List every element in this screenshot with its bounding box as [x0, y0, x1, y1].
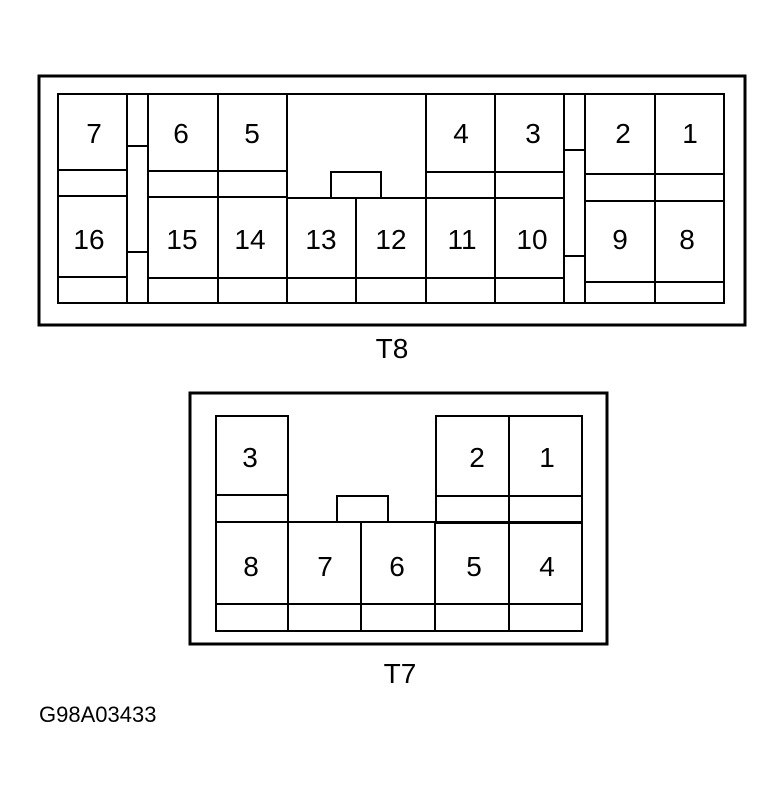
t8-pin-16: 16	[73, 224, 104, 255]
t7-pin-3: 3	[242, 442, 258, 473]
t7-pin-7: 7	[317, 551, 333, 582]
t7-outer-frame	[188, 391, 609, 646]
t8-pin-11: 11	[447, 224, 476, 255]
t7-pin-8: 8	[243, 551, 259, 582]
t8-pin-4: 4	[453, 118, 469, 149]
t8-pin-10: 10	[516, 224, 547, 255]
connector-t8: 7 6 5 4 3 2 1 16 15 14 13 12 11 10 9 8 T…	[37, 74, 747, 364]
connector-t7: 3 2 1 8 7 6 5 4 T7	[188, 391, 609, 689]
t8-pin-13: 13	[305, 224, 336, 255]
t8-connector-label: T8	[376, 333, 409, 364]
figure-id: G98A03433	[39, 702, 156, 727]
t8-pin-3: 3	[525, 118, 541, 149]
t8-pin-14: 14	[234, 224, 265, 255]
t8-pin-9: 9	[612, 224, 628, 255]
t8-outer-frame	[37, 74, 747, 327]
t7-grid-lines	[215, 415, 583, 632]
t8-pin-6: 6	[173, 118, 189, 149]
t7-pin-6: 6	[389, 551, 405, 582]
t8-pin-5: 5	[244, 118, 260, 149]
t7-pin-5: 5	[466, 551, 482, 582]
t8-pin-15: 15	[166, 224, 197, 255]
t7-pin-1: 1	[539, 442, 555, 473]
t7-connector-label: T7	[384, 658, 417, 689]
t7-pin-4: 4	[539, 551, 555, 582]
t8-pin-12: 12	[375, 224, 406, 255]
t7-pin-2: 2	[469, 442, 485, 473]
t8-pin-8: 8	[679, 224, 695, 255]
t8-pin-1: 1	[682, 118, 698, 149]
t8-inner-frame	[57, 93, 725, 304]
t8-grid-lines	[58, 94, 724, 303]
t8-pin-7: 7	[86, 118, 102, 149]
t8-pin-2: 2	[615, 118, 631, 149]
